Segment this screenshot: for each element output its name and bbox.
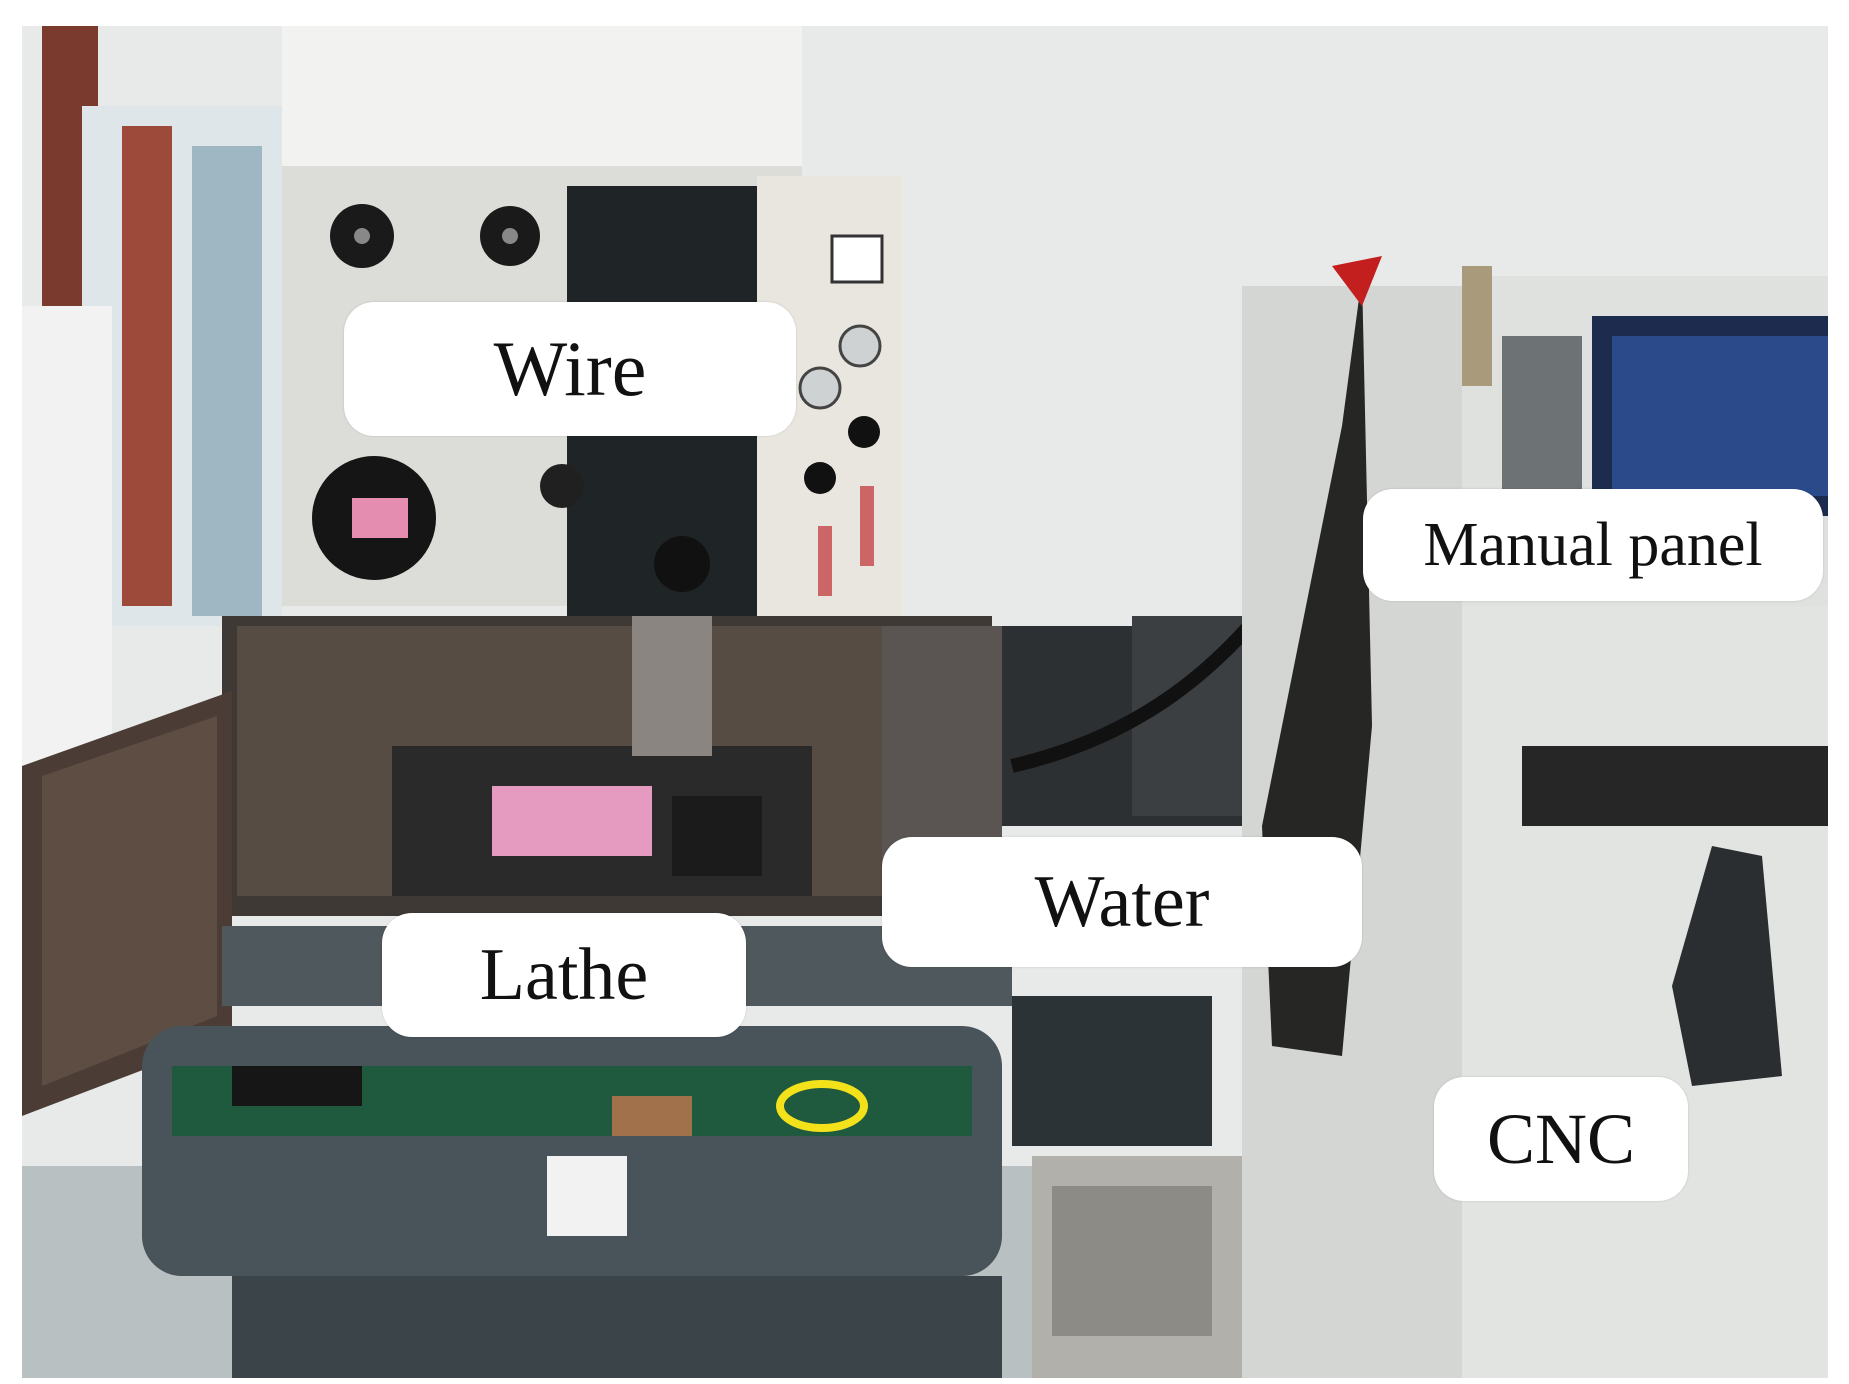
label-lathe: Lathe (382, 913, 746, 1037)
label-wire: Wire (344, 302, 796, 436)
label-cnc: CNC (1434, 1077, 1688, 1201)
label-manual-panel: Manual panel (1363, 489, 1823, 601)
label-water: Water (882, 837, 1362, 967)
